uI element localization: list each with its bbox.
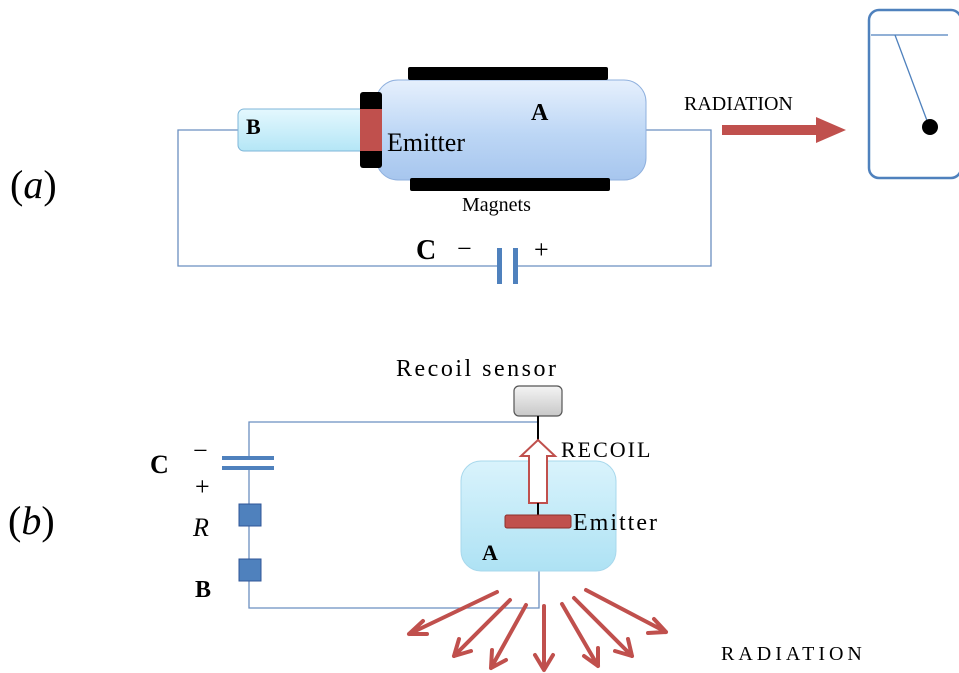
panel-a-label-letter: a — [23, 162, 43, 207]
panel-b-recoil-label: RECOIL — [561, 437, 652, 462]
panel-a-block-b-label: B — [246, 114, 261, 139]
panel-a: (a) C − + B A Emitter Magnets RADIATION — [10, 8, 959, 284]
panel-b-emitter-label: Emitter — [573, 510, 659, 536]
panel-b-radiation-arrow-4 — [533, 604, 555, 672]
panel-a-circuit-wire-right — [518, 129, 712, 267]
panel-a-emitter-label: Emitter — [387, 128, 465, 157]
panel-b-capacitor-plate-bottom — [222, 466, 274, 470]
panel-b-radiation-arrow-2 — [452, 598, 512, 658]
panel-a-capacitor-plate-right — [513, 248, 518, 284]
panel-b-capacitor-plus: + — [195, 472, 210, 501]
panel-a-capacitor-label: C — [416, 235, 436, 266]
panel-b-radiation-arrow-3 — [489, 603, 528, 670]
panel-a-pendulum-string — [894, 34, 930, 127]
panel-a-emitter-cap-top — [360, 92, 382, 112]
panel-a-emitter-cap-bottom — [360, 148, 382, 168]
panel-b-circuit-wire-top — [248, 421, 539, 458]
panel-b-capacitor-minus: − — [193, 436, 208, 465]
panel-a-capacitor-minus: − — [457, 234, 472, 263]
panel-b-sensor-label: Recoil sensor — [396, 356, 558, 382]
panel-a-emitter — [360, 109, 382, 151]
panel-b-recoil-arrow — [518, 438, 558, 504]
panel-a-radiation-arrow-shaft — [722, 125, 820, 135]
panel-b-radiation-arrow-7 — [584, 588, 668, 635]
panel-b-recoil-sensor — [513, 385, 563, 417]
panel-a-magnet-top — [408, 67, 608, 80]
panel-a-pendulum-detector — [867, 8, 959, 180]
panel-a-radiation-arrow-head — [816, 117, 846, 143]
panel-a-chamber-label: A — [531, 100, 549, 126]
panel-b-radiation-arrow-5 — [560, 602, 600, 668]
panel-a-capacitor-plate-left — [497, 248, 502, 284]
panel-a-radiation-label: RADIATION — [684, 93, 793, 115]
panel-b-chamber-label: A — [482, 540, 498, 565]
panel-a-capacitor-plus: + — [534, 235, 549, 264]
panel-b-label-letter: b — [21, 498, 41, 543]
panel-b-block-b-label: B — [195, 577, 211, 603]
panel-b-capacitor-label: C — [150, 450, 169, 479]
panel-b-radiation-arrow-6 — [572, 596, 634, 658]
panel-b-emitter — [504, 514, 572, 529]
panel-b-capacitor-plate-top — [222, 456, 274, 460]
panel-b-radiation-label: RADIATION — [721, 643, 866, 665]
panel-a-magnets-label: Magnets — [462, 194, 531, 216]
panel-b-label: (b) — [8, 498, 55, 543]
panel-a-circuit-wire — [177, 129, 498, 267]
panel-a-pendulum-bob — [922, 119, 938, 135]
panel-a-label: (a) — [10, 162, 57, 207]
panel-b-radiation-arrow-1 — [407, 590, 499, 636]
panel-b-block-b — [238, 558, 262, 582]
panel-b-radiation-arrows — [407, 588, 668, 672]
panel-b-resistor — [238, 503, 262, 527]
panel-a-magnet-bottom — [410, 178, 610, 191]
panel-b: (b) C − + R B Recoil sensor A RECOIL Emi… — [8, 356, 866, 672]
panel-b-resistor-label: R — [192, 513, 209, 542]
